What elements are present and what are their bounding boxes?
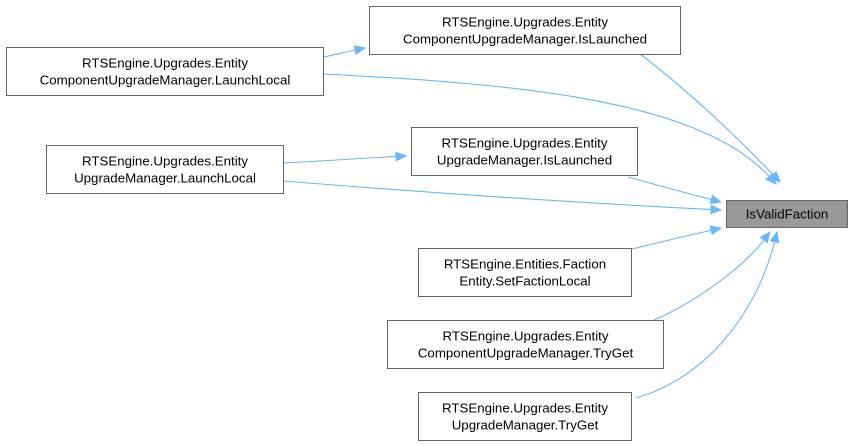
node-box	[369, 6, 681, 55]
node-cum-launched[interactable]: RTSEngine.Upgrades.EntityComponentUpgrad…	[369, 6, 681, 55]
node-label-line: RTSEngine.Upgrades.Entity	[82, 154, 248, 169]
edge-um_launchlocal-to-um_launched	[282, 151, 408, 164]
node-box	[387, 320, 664, 369]
node-box	[6, 47, 324, 96]
edge-line	[635, 240, 776, 399]
node-label-line: RTSEngine.Upgrades.Entity	[441, 136, 607, 151]
arrowhead	[710, 204, 723, 215]
edge-line	[653, 238, 766, 321]
node-cum-tryget[interactable]: RTSEngine.Upgrades.EntityComponentUpgrad…	[387, 320, 664, 369]
node-label-line: UpgradeManager.TryGet	[452, 418, 599, 433]
edge-um_tryget-to-target	[635, 230, 780, 399]
node-box	[418, 392, 632, 441]
node-label-line: RTSEngine.Upgrades.Entity	[442, 401, 608, 416]
node-label-line: RTSEngine.Upgrades.Entity	[442, 15, 608, 30]
node-target[interactable]: IsValidFaction	[726, 200, 848, 228]
edge-cum_launchlocal-to-target	[322, 73, 777, 185]
edges-layer	[282, 45, 781, 399]
node-label-line: RTSEngine.Entities.Faction	[444, 257, 606, 272]
edge-line	[627, 176, 713, 201]
node-label-line: UpgradeManager.IsLaunched	[437, 153, 612, 168]
arrowhead	[395, 151, 408, 162]
node-cum-launchlocal[interactable]: RTSEngine.Upgrades.EntityComponentUpgrad…	[6, 47, 324, 96]
node-fe-setfaction[interactable]: RTSEngine.Entities.FactionEntity.SetFact…	[418, 248, 632, 297]
node-um-tryget[interactable]: RTSEngine.Upgrades.EntityUpgradeManager.…	[418, 392, 632, 441]
node-um-launched[interactable]: RTSEngine.Upgrades.EntityUpgradeManager.…	[411, 127, 638, 176]
edge-cum_tryget-to-target	[653, 230, 771, 321]
arrowhead	[353, 45, 367, 55]
edge-fe_setfaction-to-target	[627, 225, 723, 251]
arrowhead	[765, 172, 777, 185]
node-label-line: IsValidFaction	[746, 207, 829, 222]
edge-line	[322, 73, 771, 178]
node-box	[418, 248, 632, 297]
arrowhead	[709, 225, 723, 236]
edge-line	[322, 49, 357, 58]
edge-um_launched-to-target	[627, 176, 723, 205]
edge-line	[639, 53, 775, 176]
arrowhead	[709, 194, 723, 205]
edge-cum_launchlocal-to-cum_launched	[322, 45, 367, 58]
arrowhead	[759, 230, 771, 244]
arrowhead	[769, 230, 780, 244]
node-box	[726, 200, 848, 228]
edge-line	[627, 229, 713, 251]
node-label-line: RTSEngine.Upgrades.Entity	[442, 329, 608, 344]
edge-line	[282, 180, 713, 211]
edge-cum_launched-to-target	[639, 53, 781, 183]
node-label-line: UpgradeManager.LaunchLocal	[74, 171, 256, 186]
edge-um_launchlocal-to-target	[282, 180, 723, 215]
node-label-line: ComponentUpgradeManager.TryGet	[418, 346, 634, 361]
node-label-line: ComponentUpgradeManager.LaunchLocal	[40, 73, 291, 88]
node-label-line: ComponentUpgradeManager.IsLaunched	[403, 32, 647, 47]
node-label-line: RTSEngine.Upgrades.Entity	[82, 56, 248, 71]
node-um-launchlocal[interactable]: RTSEngine.Upgrades.EntityUpgradeManager.…	[46, 145, 284, 194]
edge-line	[282, 155, 398, 164]
node-box	[46, 145, 284, 194]
nodes-layer: IsValidFactionRTSEngine.Upgrades.EntityC…	[6, 6, 848, 441]
node-label-line: Entity.SetFactionLocal	[459, 274, 590, 289]
node-box	[411, 127, 638, 176]
